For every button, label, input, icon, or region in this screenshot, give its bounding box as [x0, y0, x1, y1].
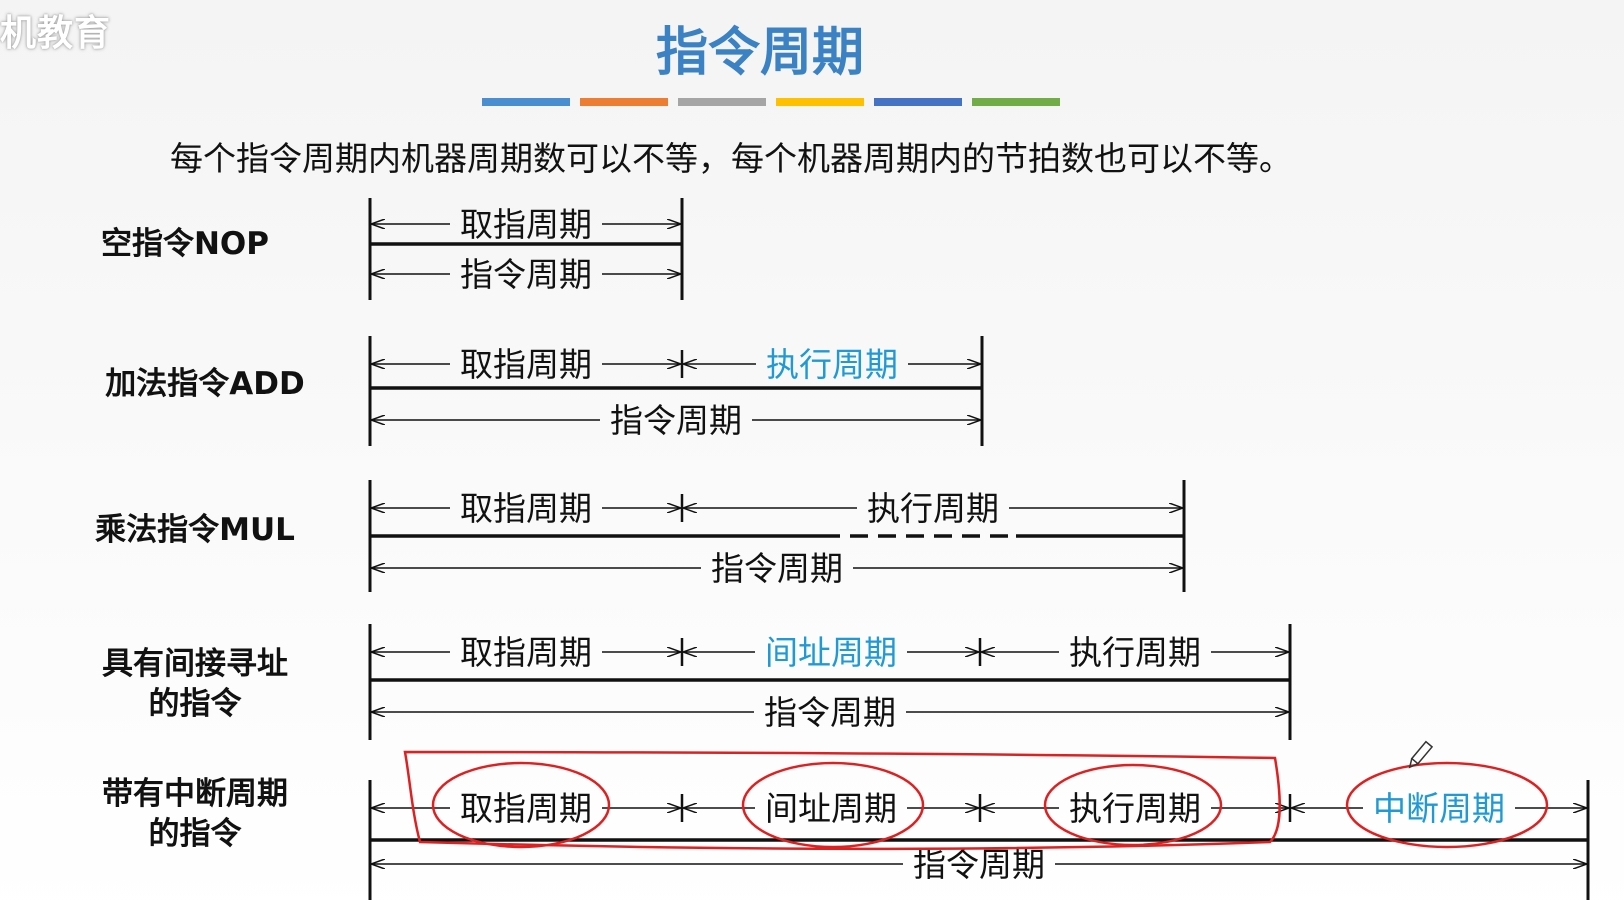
total-cycle-label: 指令周期: [913, 845, 1045, 884]
row-label-line: 加法指令ADD: [105, 366, 305, 402]
title-color-bars: [482, 98, 1060, 106]
row-label-line: 空指令NOP: [100, 226, 270, 262]
annotation-circle-execute: [1043, 763, 1223, 847]
title-bar-1: [482, 98, 570, 106]
row-label-line: 具有间接寻址: [102, 646, 288, 682]
row-label-line: 乘法指令MUL: [95, 512, 295, 548]
page-title: 指令周期: [655, 23, 864, 83]
total-cycle-label: 指令周期: [764, 693, 896, 732]
row-label-mul: 乘法指令MUL: [55, 510, 335, 550]
row-label-nop: 空指令NOP: [60, 224, 310, 264]
pencil-cursor-icon: [1408, 740, 1434, 769]
total-cycle-label: 指令周期: [460, 255, 592, 294]
row-label-indirect: 具有间接寻址 的指令: [75, 644, 315, 724]
annotation-circle-interrupt: [1345, 761, 1549, 849]
row-label-interrupt: 带有中断周期 的指令: [75, 774, 315, 854]
row-label-add: 加法指令ADD: [60, 364, 350, 404]
total-cycle-label: 指令周期: [610, 401, 742, 440]
segment-0-label: 取指周期: [460, 789, 592, 828]
annotation-circle-fetch: [431, 761, 611, 849]
segment-1-label: 执行周期: [867, 489, 999, 528]
total-cycle-label: 指令周期: [711, 549, 843, 588]
annotation-circle-indirect: [741, 761, 925, 849]
annotation-layer: [403, 740, 1549, 851]
segment-0-label: 取指周期: [460, 345, 592, 384]
title-bar-5: [874, 98, 962, 106]
row-label-line: 的指令: [148, 686, 242, 722]
row-label-line: 带有中断周期: [102, 776, 288, 812]
segment-0-label: 取指周期: [460, 489, 592, 528]
watermark: 机教育: [0, 13, 112, 54]
segment-2-label: 执行周期: [1069, 633, 1201, 672]
segment-0-label: 取指周期: [460, 205, 592, 244]
title-bar-2: [580, 98, 668, 106]
segment-3-label: 中断周期: [1373, 789, 1505, 828]
title-bar-6: [972, 98, 1060, 106]
rows-layer: 取指周期指令周期取指周期执行周期指令周期取指周期执行周期指令周期取指周期间址周期…: [368, 198, 1590, 900]
subtitle: 每个指令周期内机器周期数可以不等，每个机器周期内的节拍数也可以不等。: [170, 139, 1292, 178]
title-bar-3: [678, 98, 766, 106]
annotation-outer-loop: [403, 750, 1281, 851]
segment-1-label: 执行周期: [766, 345, 898, 384]
segment-0-label: 取指周期: [460, 633, 592, 672]
segment-1-label: 间址周期: [765, 633, 897, 672]
segment-2-label: 执行周期: [1069, 789, 1201, 828]
segment-1-label: 间址周期: [765, 789, 897, 828]
row-label-line: 的指令: [148, 816, 242, 852]
title-bar-4: [776, 98, 864, 106]
